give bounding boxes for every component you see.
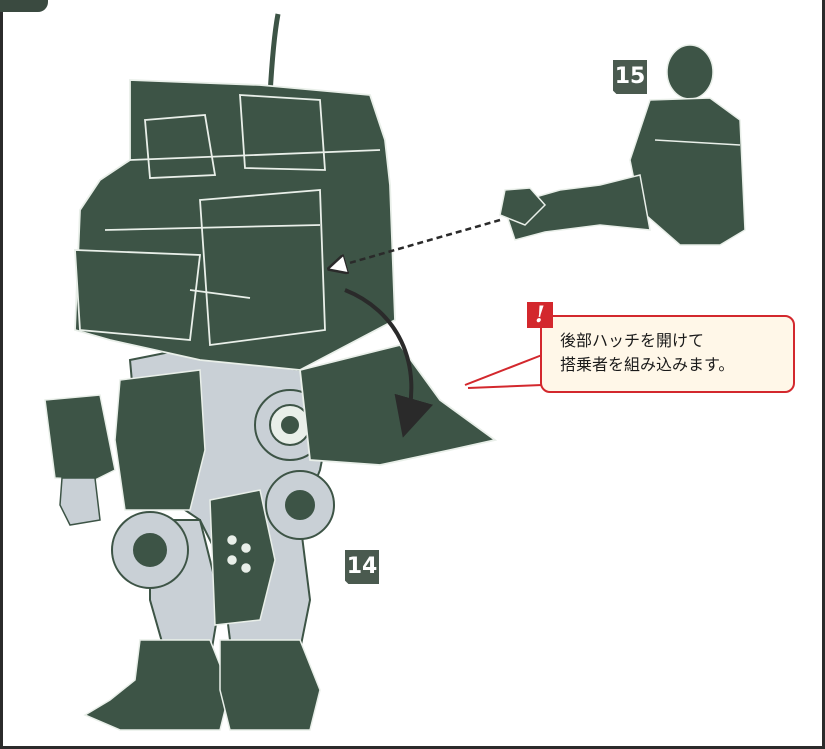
pilot-figure [499, 44, 746, 246]
part-number-pilot: 15 [614, 64, 646, 89]
robot-hull [74, 79, 396, 371]
bottom-border [0, 746, 825, 749]
callout-leader-lines [464, 354, 543, 389]
robot-antenna [267, 13, 281, 96]
part-number-badge-robot: 14 [345, 550, 379, 584]
part-number-badge-pilot: 15 [613, 60, 647, 94]
instruction-callout: 後部ハッチを開けて 搭乗者を組み込みます。 [540, 315, 795, 393]
hatch-open-arrow [344, 288, 434, 438]
callout-line-2: 搭乗者を組み込みます。 [560, 355, 735, 374]
part-number-robot: 14 [346, 554, 378, 579]
callout-line-1: 後部ハッチを開けて [560, 331, 705, 350]
step-corner-tab [0, 0, 48, 12]
rear-hatch-open [299, 343, 498, 466]
exclamation-warning-icon: ! [527, 302, 553, 328]
robot-arm [44, 369, 206, 526]
robot-shin-plates [209, 489, 276, 626]
right-border [822, 0, 825, 749]
left-border [0, 0, 3, 749]
callout-text: 後部ハッチを開けて 搭乗者を組み込みます。 [560, 329, 785, 377]
robot-feet [83, 639, 321, 731]
pilot-insert-arrow [332, 218, 501, 268]
